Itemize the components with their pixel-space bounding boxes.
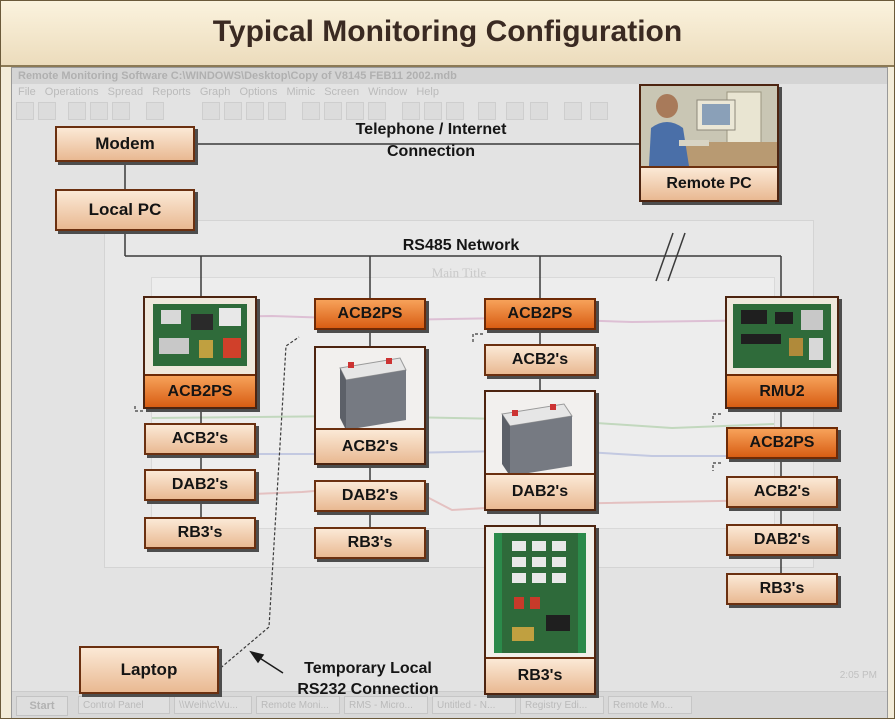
toolbar-icon — [424, 102, 442, 120]
col3-acb2ps-box: ACB2PS — [484, 298, 596, 330]
toolbar-icon — [112, 102, 130, 120]
menu-item-file: File — [18, 86, 36, 98]
col3-dab2s-label: DAB2's — [486, 473, 594, 509]
dab2s-photo-node-col3: DAB2's — [484, 390, 596, 511]
toolbar-icon — [346, 102, 364, 120]
menu-item-spread: Spread — [107, 86, 144, 98]
ghost-task-item: Remote Moni... — [256, 696, 340, 714]
menu-item-operations: Operations — [44, 86, 99, 98]
col1-acb2ps-label: ACB2PS — [145, 374, 255, 407]
rmu2-board-photo — [727, 298, 837, 374]
rs485-label: RS485 Network — [402, 237, 520, 254]
menu-item-reports: Reports — [152, 86, 191, 98]
temporary-connection-label-line1: Temporary Local — [304, 660, 432, 677]
ghost-taskbar: 2:05 PM Start Control Panel \\Weih\c\Vu.… — [12, 670, 887, 718]
toolbar-icon — [478, 102, 496, 120]
toolbar-icon — [506, 102, 524, 120]
toolbar-icon — [564, 102, 582, 120]
menu-item-graph: Graph — [199, 86, 231, 98]
acb2ps-photo-node-col1: ACB2PS — [143, 296, 257, 409]
menu-item-mimic-screen: Mimic Screen — [286, 86, 360, 98]
toolbar-icon — [224, 102, 242, 120]
rb3s-photo-node-col3: RB3's — [484, 525, 596, 695]
acb2s-photo-node-col2: ACB2's — [314, 346, 426, 465]
toolbar-icon — [368, 102, 386, 120]
acb2ps-board-photo — [145, 298, 255, 374]
toolbar-icon — [268, 102, 286, 120]
col4-acb2ps-box: ACB2PS — [726, 427, 838, 459]
col2-rb3s-box: RB3's — [314, 527, 426, 559]
col4-rmu2-label: RMU2 — [727, 374, 837, 407]
col3-rb3s-label: RB3's — [486, 657, 594, 693]
rmu2-photo-node-col4: RMU2 — [725, 296, 839, 409]
ghost-task-item: \\Weih\c\Vu... — [174, 696, 252, 714]
col4-dab2s-box: DAB2's — [726, 524, 838, 556]
menu-item-options: Options — [239, 86, 278, 98]
telephone-label-line2: Connection — [387, 143, 475, 160]
toolbar-icon — [146, 102, 164, 120]
remote-pc-label: Remote PC — [641, 166, 777, 200]
toolbar-icon — [68, 102, 86, 120]
col4-rb3s-box: RB3's — [726, 573, 838, 605]
toolbar-icon — [202, 102, 220, 120]
temporary-connection-label-line2: RS232 Connection — [297, 681, 439, 698]
toolbar-icon — [530, 102, 548, 120]
col1-dab2s-box: DAB2's — [144, 469, 256, 501]
ghost-task-item: Remote Mo... — [608, 696, 692, 714]
menu-item-help: Help — [416, 86, 439, 98]
app-toolbar — [12, 100, 612, 122]
col3-acb2s-box: ACB2's — [484, 344, 596, 376]
ghost-task-item: RMS - Micro... — [344, 696, 428, 714]
toolbar-icon — [302, 102, 320, 120]
ghost-task-item: Untitled - N... — [432, 696, 516, 714]
menu-item-window: Window — [368, 86, 408, 98]
toolbar-icon — [38, 102, 56, 120]
ghost-clock: 2:05 PM — [839, 670, 877, 681]
col2-acb2ps-box: ACB2PS — [314, 298, 426, 330]
app-menu-bar: File Operations Spread Reports Graph Opt… — [12, 84, 887, 100]
col2-acb2s-label: ACB2's — [316, 428, 424, 463]
toolbar-icon — [324, 102, 342, 120]
local-pc-box: Local PC — [55, 189, 195, 231]
remote-pc-photo — [641, 86, 777, 166]
ghost-task-item: Registry Edi... — [520, 696, 604, 714]
toolbar-icon — [446, 102, 464, 120]
ghost-chart-title: Main Title — [431, 265, 487, 280]
diagram-title: Typical Monitoring Configuration — [212, 15, 683, 48]
modem-box: Modem — [55, 126, 195, 162]
title-banner: Typical Monitoring Configuration — [1, 1, 894, 67]
remote-pc-node: Remote PC — [639, 84, 779, 202]
dab2s-module-photo — [486, 392, 594, 476]
app-window-title: Remote Monitoring Software C:\WINDOWS\De… — [12, 68, 887, 84]
rb3s-board-photo — [486, 527, 594, 657]
ghost-start-button: Start — [16, 696, 68, 716]
col4-acb2s-box: ACB2's — [726, 476, 838, 508]
ghost-task-item: Control Panel — [78, 696, 170, 714]
laptop-box: Laptop — [79, 646, 219, 694]
toolbar-icon — [590, 102, 608, 120]
toolbar-icon — [90, 102, 108, 120]
acb2s-module-photo — [316, 348, 424, 432]
col2-dab2s-box: DAB2's — [314, 480, 426, 512]
telephone-label-line1: Telephone / Internet — [355, 121, 507, 138]
toolbar-icon — [246, 102, 264, 120]
col1-acb2s-box: ACB2's — [144, 423, 256, 455]
toolbar-icon — [402, 102, 420, 120]
col1-rb3s-box: RB3's — [144, 517, 256, 549]
toolbar-icon — [16, 102, 34, 120]
